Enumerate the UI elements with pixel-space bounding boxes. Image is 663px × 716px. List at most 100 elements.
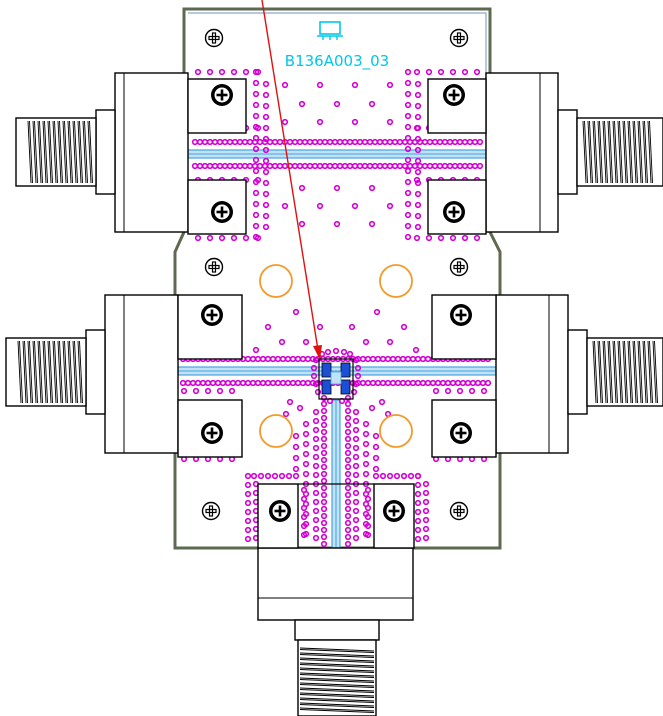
via <box>344 477 352 485</box>
thread-line <box>602 340 608 404</box>
via <box>352 356 360 364</box>
via <box>414 168 422 176</box>
via <box>364 531 372 539</box>
via <box>372 472 380 480</box>
via <box>437 68 445 76</box>
tuning-holes <box>259 264 413 448</box>
via <box>346 350 354 358</box>
thread-line <box>42 120 48 184</box>
via <box>320 491 328 499</box>
via <box>262 80 270 88</box>
via <box>414 201 422 209</box>
via <box>344 505 352 513</box>
via <box>302 440 310 448</box>
via <box>404 101 412 109</box>
via <box>404 222 412 230</box>
thread-line <box>62 340 68 404</box>
via <box>316 81 324 89</box>
via <box>422 507 430 515</box>
via <box>262 201 270 209</box>
via <box>484 379 492 387</box>
thread-line <box>62 120 68 184</box>
via <box>422 498 430 506</box>
via <box>302 430 310 438</box>
sma-connector-mid-right <box>431 294 663 458</box>
via <box>296 404 304 412</box>
via <box>320 435 328 443</box>
via <box>404 123 412 131</box>
via <box>218 234 226 242</box>
thread-line <box>27 120 33 184</box>
via <box>302 338 310 346</box>
thread-line <box>592 120 598 184</box>
sma-connector-top-right <box>427 72 663 235</box>
via <box>386 202 394 210</box>
via <box>422 525 430 533</box>
sma-connectors <box>5 72 663 716</box>
via <box>476 138 484 146</box>
via <box>414 135 422 143</box>
via <box>414 490 422 498</box>
via <box>242 234 250 242</box>
via <box>312 507 320 515</box>
center-ic <box>318 358 354 400</box>
via <box>404 167 412 175</box>
via <box>320 477 328 485</box>
via <box>414 157 422 165</box>
via <box>414 80 422 88</box>
pointer-arrow <box>261 0 322 360</box>
via <box>352 507 360 515</box>
thread-line <box>299 697 375 703</box>
via <box>320 498 328 506</box>
via <box>252 101 260 109</box>
via <box>300 495 308 503</box>
via <box>407 472 415 480</box>
screw-icon <box>443 201 465 223</box>
via <box>312 444 320 452</box>
via <box>352 462 360 470</box>
via <box>204 387 212 395</box>
thread-line <box>647 120 653 184</box>
thread-line <box>627 120 633 184</box>
thread-line <box>587 120 593 184</box>
via <box>312 462 320 470</box>
thread-line <box>82 120 88 184</box>
via <box>414 124 422 132</box>
via <box>252 68 260 76</box>
via <box>404 79 412 87</box>
thread-line <box>47 120 53 184</box>
via <box>312 471 320 479</box>
via <box>422 516 430 524</box>
ic-package-icon <box>317 21 343 40</box>
via <box>302 450 310 458</box>
via <box>312 426 320 434</box>
via <box>364 495 372 503</box>
via <box>352 408 360 416</box>
via <box>180 387 188 395</box>
via <box>333 220 341 228</box>
tuning-hole <box>259 264 293 298</box>
via <box>262 102 270 110</box>
thread-line <box>642 340 648 404</box>
via <box>344 414 352 422</box>
via <box>414 91 422 99</box>
thread-line <box>597 340 603 404</box>
via <box>316 323 324 331</box>
thread-line <box>617 120 623 184</box>
via <box>320 407 328 415</box>
thread-line <box>299 652 375 658</box>
via <box>414 499 422 507</box>
thread-line <box>647 340 653 404</box>
via <box>320 484 328 492</box>
thread-line <box>299 707 375 713</box>
via <box>379 472 387 480</box>
via <box>316 202 324 210</box>
via <box>206 68 214 76</box>
via <box>404 233 412 241</box>
via <box>252 145 260 153</box>
thread-line <box>32 120 38 184</box>
thread-line <box>72 340 78 404</box>
via <box>320 394 328 402</box>
thread-line <box>299 677 375 683</box>
via <box>404 112 412 120</box>
